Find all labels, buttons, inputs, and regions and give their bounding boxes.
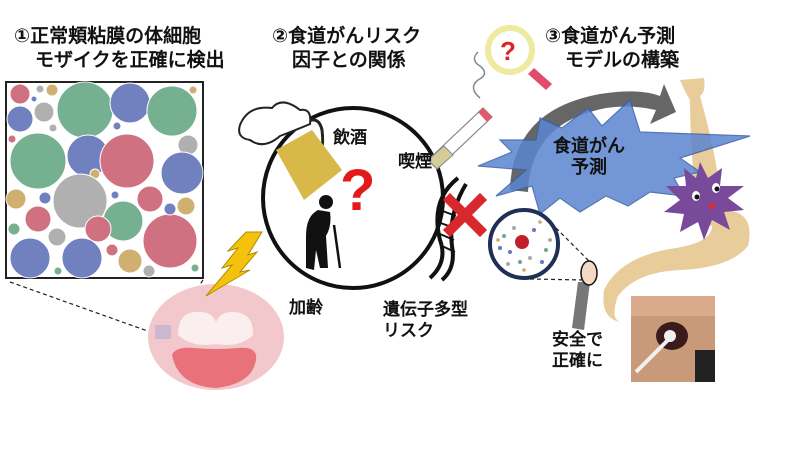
question-mark-icon: ? <box>340 158 375 223</box>
step3-title: ③食道がん予測 モデルの構築 <box>545 24 679 72</box>
step3-title-line2: モデルの構築 <box>565 49 680 71</box>
cell-sample-icon <box>488 208 560 280</box>
label-prediction: 食道がん 予測 <box>553 136 625 178</box>
step1-title-line1: ①正常頬粘膜の体細胞 <box>14 25 202 47</box>
step3-title-line1: ③食道がん予測 <box>545 25 676 47</box>
label-smoking: 喫煙 <box>398 152 432 172</box>
label-aging: 加齢 <box>289 298 323 318</box>
swab-photo <box>631 296 715 382</box>
step2-title-line2: 因子との関係 <box>292 49 406 71</box>
cancer-cell-icon <box>664 162 744 240</box>
mosaic-panel <box>5 81 204 279</box>
step1-title-line2: モザイクを正確に検出 <box>35 49 225 71</box>
label-genetic: 遺伝子多型 リスク <box>383 300 468 342</box>
mouth-icon <box>148 284 284 390</box>
esophagus-icon <box>603 78 750 322</box>
step1-title: ①正常頬粘膜の体細胞 モザイクを正確に検出 <box>14 24 225 72</box>
magnifier-icon: ? <box>485 25 552 90</box>
lightning-icon <box>205 231 263 297</box>
label-method-line2: 正確に <box>552 351 603 371</box>
swab-icon <box>572 260 598 330</box>
label-prediction-line1: 食道がん <box>553 136 625 157</box>
step2-title: ②食道がんリスク 因子との関係 <box>272 24 421 72</box>
label-prediction-line2: 予測 <box>571 157 607 178</box>
elderly-person-icon <box>306 195 342 270</box>
step2-title-line1: ②食道がんリスク <box>272 25 422 47</box>
cigarette-icon <box>427 51 493 170</box>
label-method: 安全で 正確に <box>552 330 603 372</box>
label-genetic-line2: リスク <box>383 321 434 341</box>
label-drinking: 飲酒 <box>333 128 367 148</box>
svg-text:?: ? <box>500 36 516 66</box>
label-genetic-line1: 遺伝子多型 <box>383 300 468 320</box>
label-method-line1: 安全で <box>552 330 603 350</box>
beer-mug-icon <box>238 101 342 200</box>
cross-icon <box>442 192 488 238</box>
